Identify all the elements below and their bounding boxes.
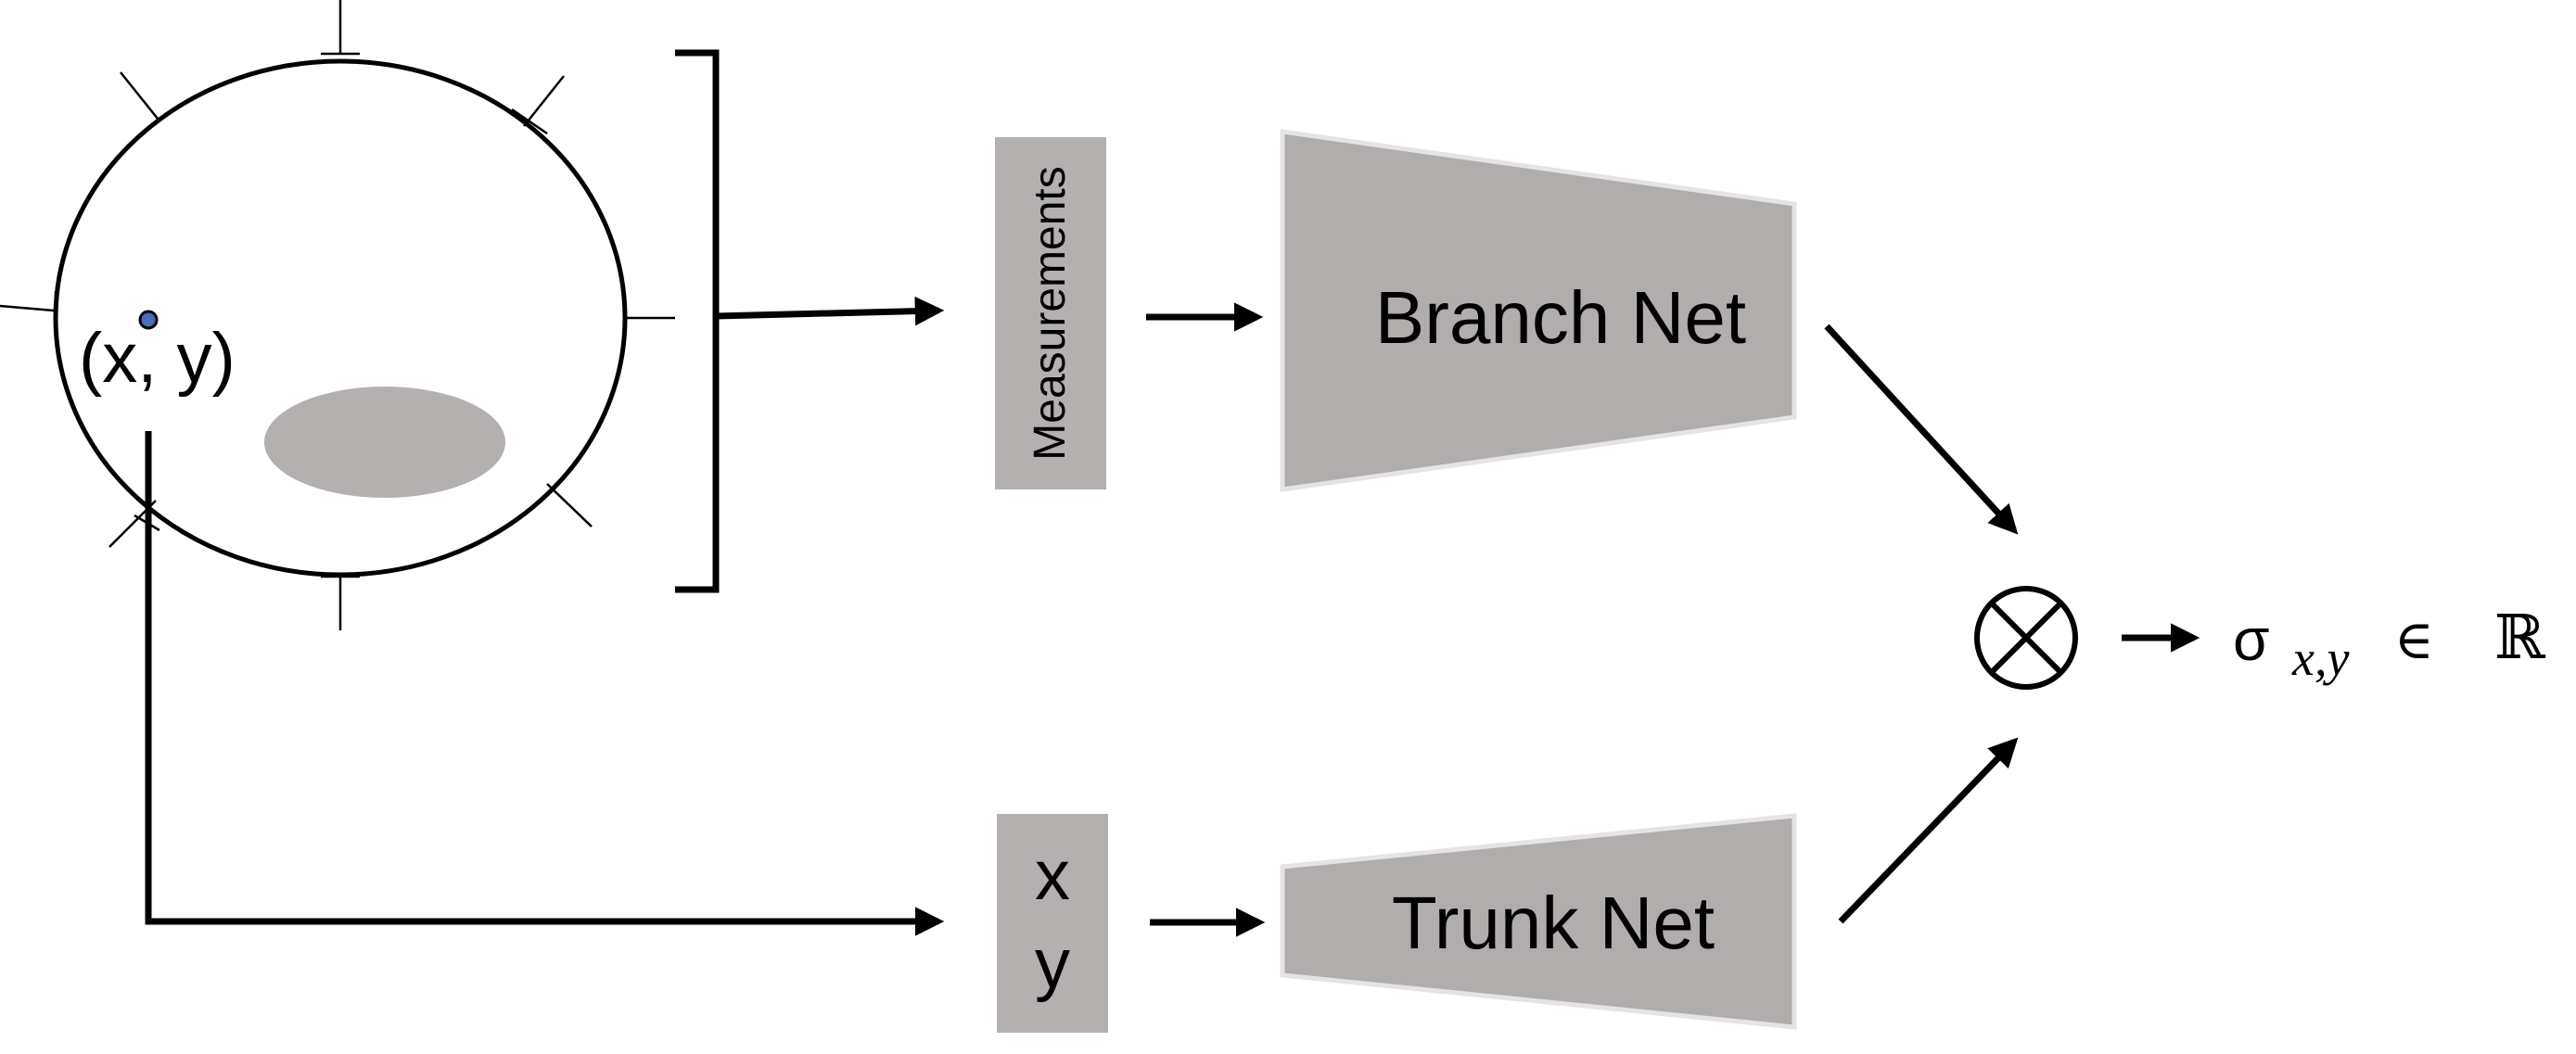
trunk-net: Trunk Net — [1280, 813, 1797, 1030]
branch-net: Branch Net — [1280, 129, 1797, 492]
arrow-domain-to-coordinates — [145, 431, 945, 936]
output-element-of: ∈ — [2394, 608, 2434, 671]
measurements-box: Measurements — [995, 137, 1106, 489]
electrode — [321, 0, 360, 56]
query-point — [138, 310, 159, 330]
coordinate-x-label: x — [1035, 836, 1070, 915]
output-reals: ℝ — [2494, 602, 2546, 673]
branch-net-label: Branch Net — [1375, 276, 1746, 359]
output-sigma: σ — [2233, 606, 2270, 673]
domain-group: (x, y) — [0, 0, 675, 630]
electrode — [108, 500, 160, 548]
output-subscript: x,y — [2291, 630, 2349, 686]
arrow-trunk-to-product — [1838, 737, 2019, 924]
electrode — [120, 71, 159, 120]
inclusion — [264, 387, 505, 498]
arrow-bracket-to-measurements — [715, 296, 945, 326]
point-label: (x, y) — [79, 319, 236, 398]
measurement-bracket — [675, 49, 720, 593]
electrode — [511, 75, 565, 135]
measurements-label: Measurements — [1026, 166, 1075, 460]
electrodes — [0, 0, 675, 630]
electrode — [541, 479, 593, 527]
electrode — [321, 575, 360, 630]
arrow-branch-to-product — [1824, 324, 2019, 535]
electrode — [0, 291, 57, 328]
circled-times-icon — [1974, 586, 2078, 690]
coordinates-box: x y — [997, 814, 1108, 1033]
trunk-net-label: Trunk Net — [1392, 882, 1715, 964]
coordinate-y-label: y — [1035, 924, 1070, 1003]
electrode — [623, 299, 675, 337]
output-expression: σ x,y ∈ ℝ — [2233, 602, 2546, 686]
